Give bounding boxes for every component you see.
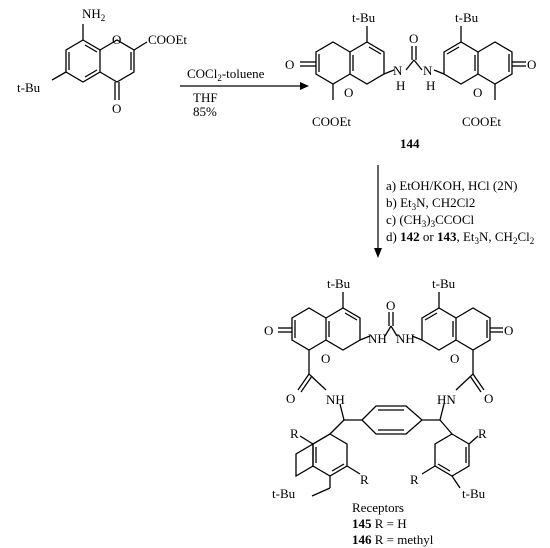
receptor-tbu-top-left-label: t-Bu (327, 276, 351, 291)
receptor-ring-o-right-label: O (450, 351, 459, 366)
receptor-lower-left-aryl (312, 433, 348, 477)
receptor-caption-146: 146 R = methyl (352, 532, 434, 547)
compound-144-number: 144 (400, 136, 420, 151)
c144-keto-left-label: O (285, 57, 294, 72)
receptor-tbu-top-right-label: t-Bu (432, 276, 456, 291)
start-benzene-ring (65, 39, 101, 83)
receptor-tbu-bottom-right-label: t-Bu (462, 486, 486, 501)
c144-left-benzene (349, 41, 385, 85)
receptor-r4-label: R (410, 472, 419, 487)
receptor-lower-right-aryl (434, 433, 470, 477)
receptor-central-benzene (361, 405, 423, 435)
receptor-nh-left-label: NH (368, 331, 387, 346)
c144-nh-left-h-label: H (396, 78, 405, 93)
receptor-keto-left-label: O (264, 323, 273, 338)
receptor-keto-right-label: O (504, 323, 513, 338)
receptor-r1-label: R (290, 426, 299, 441)
compound-144-structure (300, 26, 526, 100)
c144-ring-o-left-label: O (344, 85, 353, 100)
start-ring-o-label: O (112, 32, 121, 47)
step2-c-label: c) (CH3)3CCOCl (386, 212, 474, 229)
start-ester-label: COOEt (148, 32, 187, 47)
step2-arrowhead (374, 248, 382, 258)
c144-nh-left-label: N (393, 63, 403, 78)
step2-a-label: a) EtOH/KOH, HCl (2N) (386, 178, 517, 193)
start-material-structure (51, 24, 148, 100)
c144-tbu-left-label: t-Bu (352, 10, 376, 25)
step1-solvent-label: THF (193, 90, 218, 105)
c144-ester-right-label: COOEt (462, 114, 501, 129)
receptor-right-benzene (421, 307, 457, 351)
start-nh2-label: NH2 (82, 6, 105, 23)
c144-right-benzene (443, 41, 479, 85)
step1-yield-label: 85% (193, 104, 217, 119)
receptor-amide-nh-left-label: NH (326, 392, 345, 407)
receptor-nh-right-label: NH (396, 331, 415, 346)
receptor-caption-145: 145 R = H (352, 516, 407, 531)
c144-nh-right-h-label: H (426, 78, 435, 93)
step2-d-label: d) 142 or 143, Et3N, CH2Cl2 (386, 229, 534, 246)
receptor-amide-o-left-label: O (286, 391, 295, 406)
step1-reagent-label: COCl2-toluene (187, 66, 265, 83)
c144-ring-o-right-label: O (473, 85, 482, 100)
receptor-r2-label: R (360, 472, 369, 487)
start-keto-o-label: O (112, 101, 121, 116)
receptor-urea-o-label: O (386, 298, 395, 313)
step1-arrowhead (300, 82, 309, 90)
receptor-amide-nh-right-label: HN (437, 392, 456, 407)
receptor-tbu-bottom-left-label: t-Bu (272, 486, 296, 501)
receptor-left-benzene (325, 307, 361, 351)
step2-b-label: b) Et3N, CH2Cl2 (386, 195, 475, 212)
c144-keto-right-label: O (527, 57, 536, 72)
c144-ester-left-label: COOEt (312, 114, 351, 129)
receptor-structure (278, 292, 503, 497)
receptor-caption-title: Receptors (352, 500, 404, 515)
c144-tbu-right-label: t-Bu (455, 10, 479, 25)
receptor-amide-o-right-label: O (484, 391, 493, 406)
receptor-ring-o-left-label: O (321, 351, 330, 366)
c144-urea-o-label: O (409, 31, 418, 46)
c144-nh-right-label: N (423, 63, 433, 78)
receptor-r3-label: R (478, 426, 487, 441)
start-tbu-label: t-Bu (17, 80, 41, 95)
